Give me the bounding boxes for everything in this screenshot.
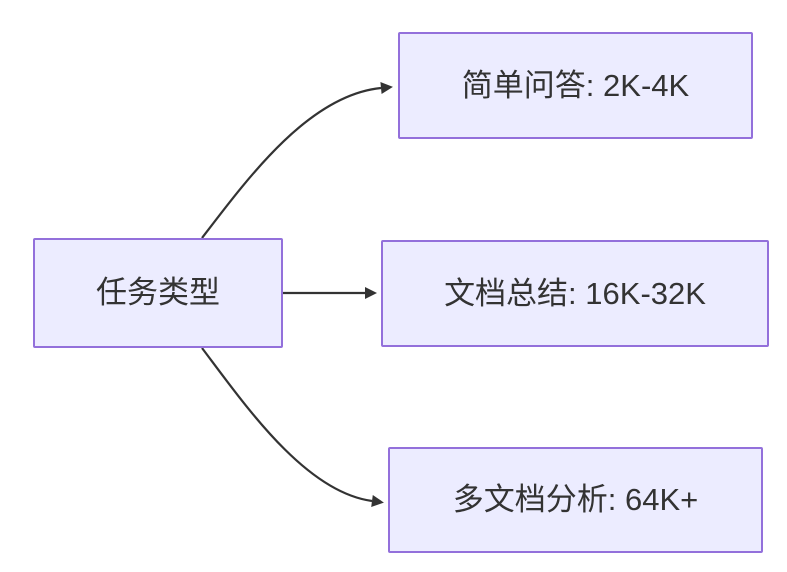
node-simple-qa: 简单问答: 2K-4K bbox=[398, 32, 753, 139]
edge-task-type-to-multi-doc-analysis bbox=[201, 347, 384, 507]
edge-task-type-to-simple-qa bbox=[201, 82, 393, 239]
node-multi-doc-analysis: 多文档分析: 64K+ bbox=[388, 447, 763, 553]
node-doc-summary-label: 文档总结: 16K-32K bbox=[444, 275, 706, 311]
node-task-type: 任务类型 bbox=[33, 238, 283, 348]
node-multi-doc-analysis-label: 多文档分析: 64K+ bbox=[452, 482, 699, 518]
node-task-type-label: 任务类型 bbox=[96, 275, 220, 311]
node-simple-qa-label: 简单问答: 2K-4K bbox=[461, 67, 690, 103]
node-doc-summary: 文档总结: 16K-32K bbox=[381, 240, 769, 347]
